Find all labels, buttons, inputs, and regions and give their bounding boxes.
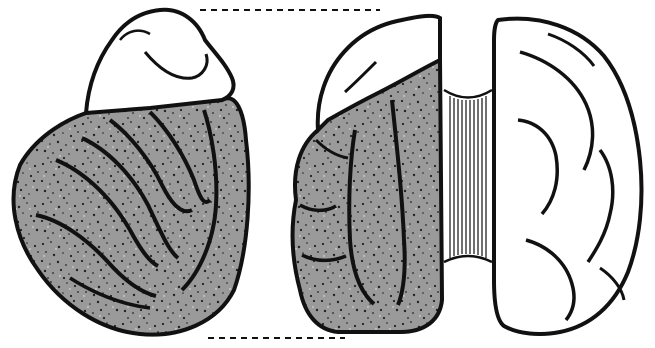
corpus-callosum-fibers [444,90,492,262]
dorsal-view-left-hemisphere [293,16,442,332]
lateral-frontal-region [86,10,234,113]
dorsal-view-right-hemisphere [494,19,642,334]
left-hemisphere-stippled-region [293,60,442,332]
lateral-view [14,10,249,335]
